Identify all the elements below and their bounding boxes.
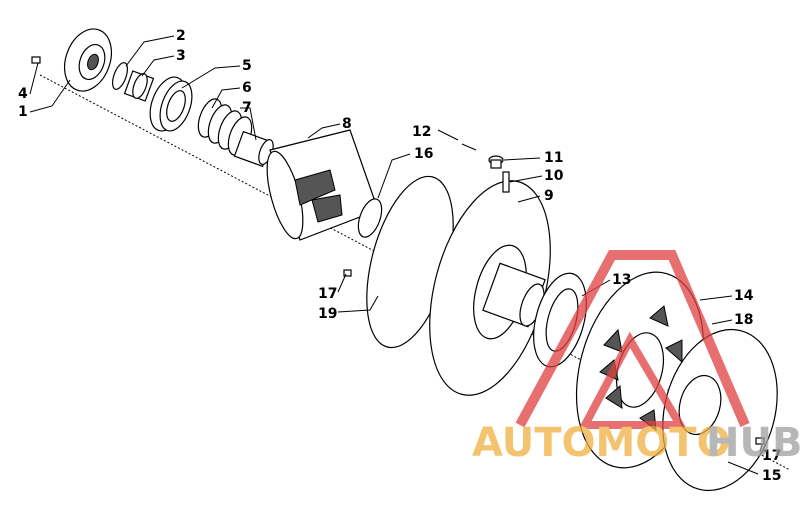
part-12-pin [461, 143, 477, 151]
callout-16: 16 [414, 146, 433, 162]
watermark-triangle [515, 250, 750, 428]
watermark-brand-b: HUB [706, 420, 800, 466]
callout-6: 6 [242, 80, 252, 96]
callout-17-left: 17 [318, 286, 337, 302]
part-18-plate [662, 328, 778, 492]
watermark-brand-a: AUTOMOTO [472, 420, 731, 466]
callout-5: 5 [242, 58, 252, 74]
callout-18: 18 [734, 312, 753, 328]
callout-15: 15 [762, 468, 781, 484]
callout-12: 12 [412, 124, 431, 140]
part-11-nut [488, 155, 504, 169]
part-4-bolt [31, 56, 41, 64]
callout-3: 3 [176, 48, 186, 64]
part-17-screw-a [343, 269, 352, 277]
callout-17-right: 17 [762, 448, 781, 464]
part-2-ring [112, 62, 128, 90]
callout-labels: 4 1 2 3 5 6 7 8 12 16 11 10 9 17 19 13 1… [18, 28, 781, 484]
callout-1: 1 [18, 104, 28, 120]
callout-14: 14 [734, 288, 754, 304]
callout-11: 11 [544, 150, 563, 166]
part-17-screw-b [755, 437, 765, 445]
part-16-washer [357, 198, 383, 238]
part-9-sheave [366, 175, 551, 396]
part-5-bearing [149, 76, 193, 132]
callout-19: 19 [318, 306, 337, 322]
callout-4: 4 [18, 86, 28, 102]
callout-8: 8 [342, 116, 352, 132]
leader-lines [29, 35, 763, 475]
callout-9: 9 [544, 188, 554, 204]
callout-2: 2 [176, 28, 186, 44]
part-15-bolt [727, 461, 749, 471]
callout-13: 13 [612, 272, 631, 288]
axis-line [39, 74, 791, 471]
callout-7: 7 [242, 100, 252, 116]
part-1-cover [64, 28, 112, 92]
callout-10: 10 [544, 168, 564, 184]
part-3-bushing [123, 70, 155, 102]
automotohub-watermark: AUTOMOTO HUB [472, 250, 800, 466]
part-7-sleeve [233, 130, 274, 168]
part-10-bolt [502, 171, 510, 193]
